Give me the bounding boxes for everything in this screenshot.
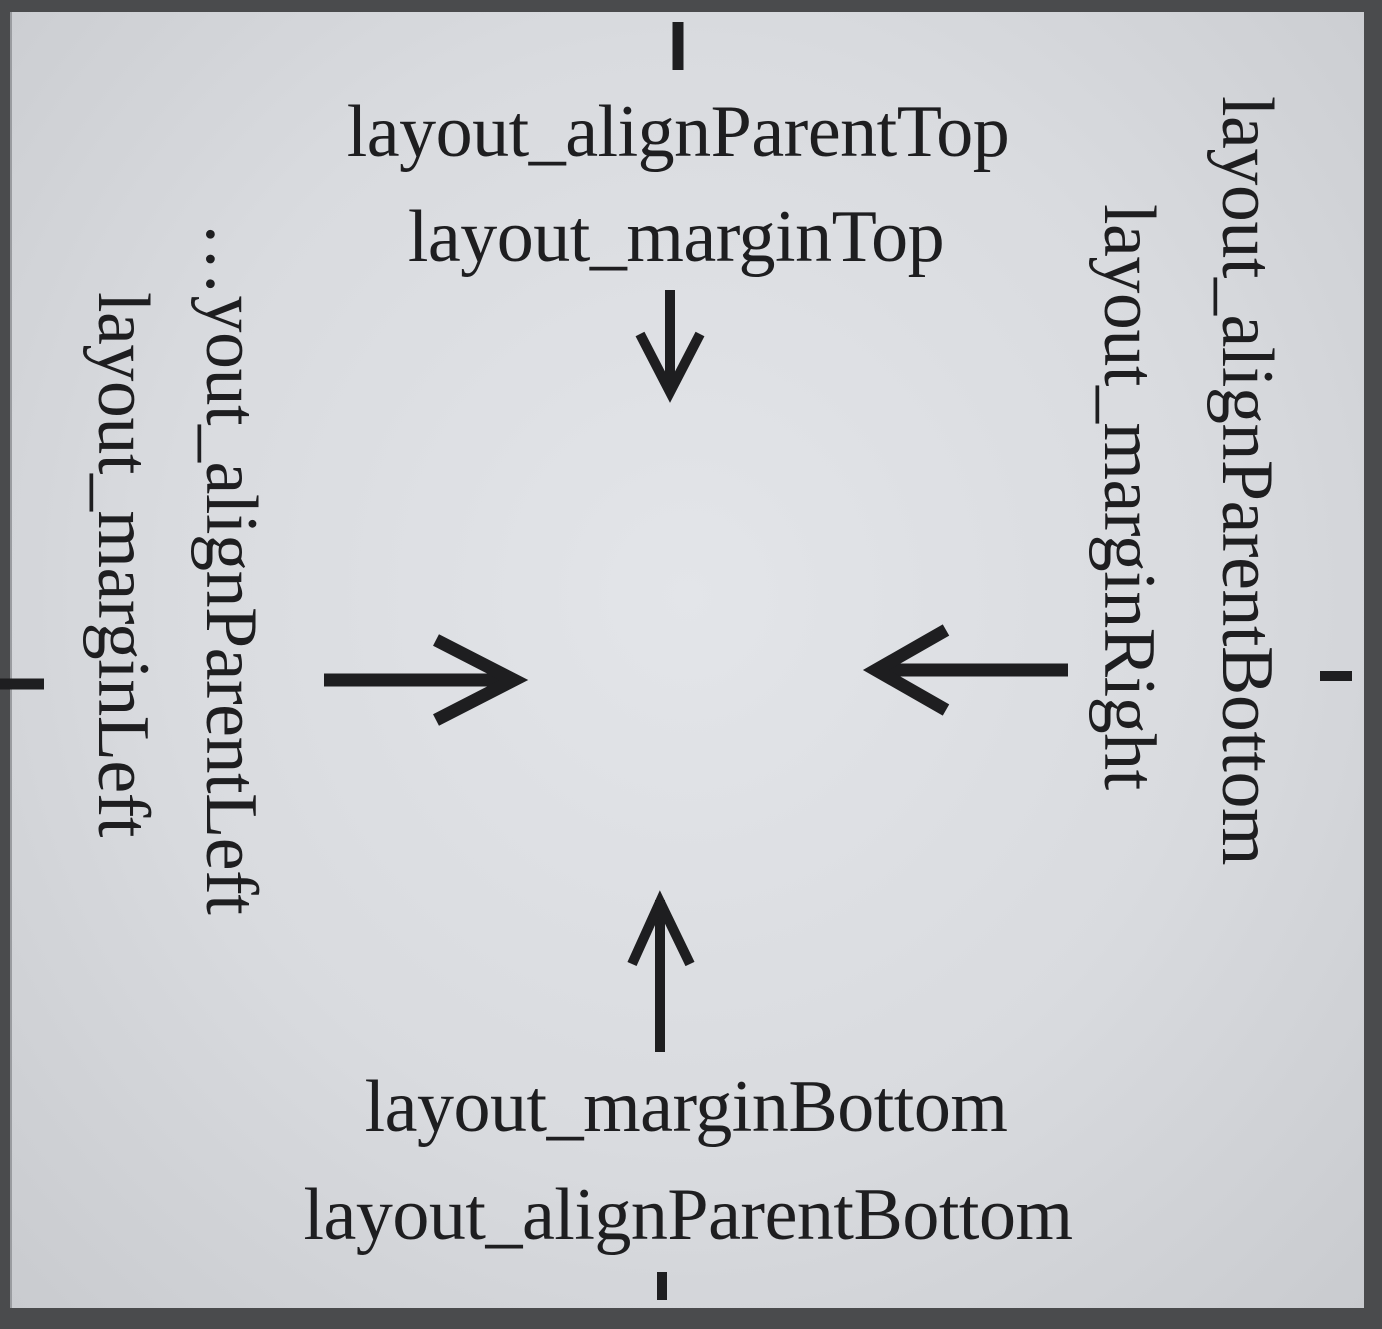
label-right-align-parent-bottom: layout_alignParentBottom bbox=[1206, 96, 1288, 866]
arrow-up-icon bbox=[627, 890, 695, 1052]
arrow-right-icon bbox=[324, 634, 529, 726]
paper-page bbox=[10, 12, 1364, 1308]
arrow-left-icon bbox=[862, 624, 1068, 716]
label-margin-top: layout_marginTop bbox=[407, 196, 945, 278]
label-margin-left: layout_marginLeft bbox=[82, 292, 164, 837]
label-align-parent-bottom: layout_alignParentBottom bbox=[303, 1174, 1073, 1256]
label-align-parent-top: layout_alignParentTop bbox=[346, 91, 1010, 173]
label-margin-bottom: layout_marginBottom bbox=[364, 1066, 1008, 1148]
label-align-parent-left: …yout_alignParentLeft bbox=[190, 222, 272, 915]
label-margin-right: layout_marginRight bbox=[1088, 204, 1170, 790]
arrow-down-icon bbox=[635, 290, 705, 403]
